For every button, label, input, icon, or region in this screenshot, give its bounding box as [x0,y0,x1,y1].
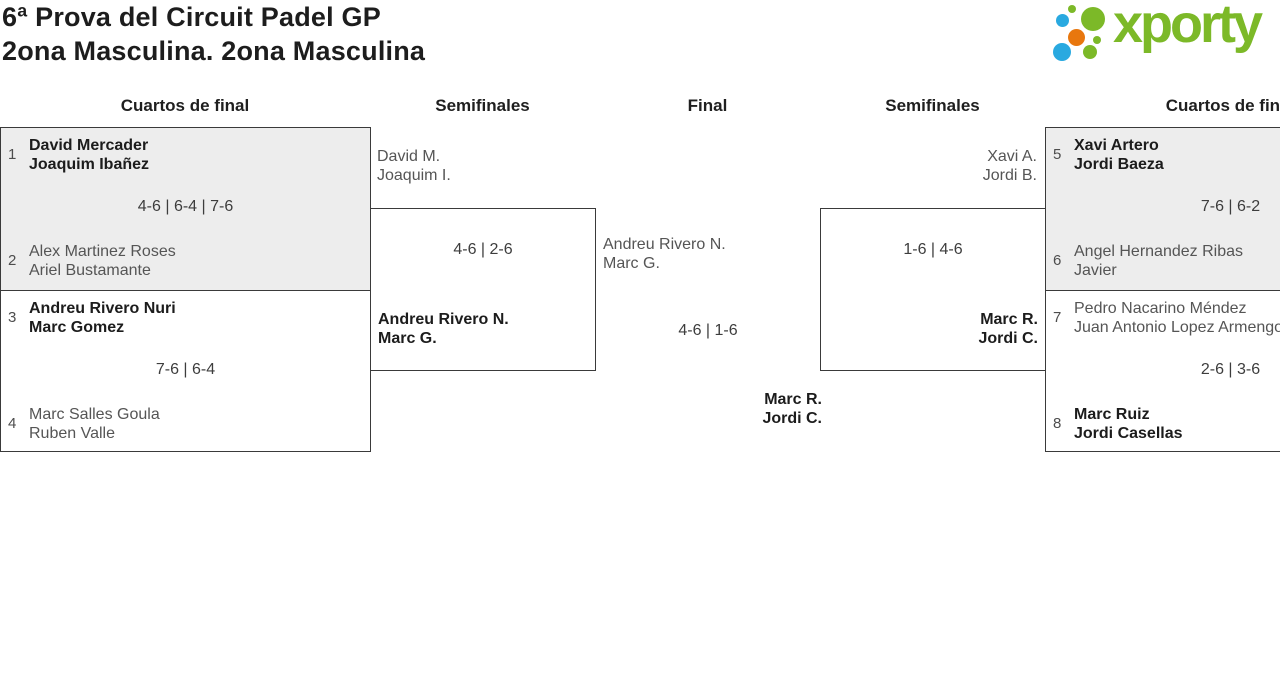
match-final[interactable]: Andreu Rivero N. Marc G. 4-6 | 1-6 Marc … [595,127,822,452]
player-name: Pedro Nacarino Méndez [1074,300,1247,317]
logo-dot-icon [1056,14,1069,27]
team-pair: Pedro Nacarino Méndez Juan Antonio Lopez… [1074,299,1280,337]
team-pair: Andreu Rivero N. Marc G. [603,235,726,273]
player-name: Javier [1074,262,1117,279]
team-pair: Andreu Rivero Nuri Marc Gomez [29,299,176,337]
round-header-semifinals-right: Semifinales [885,96,980,115]
round-header-final: Final [687,96,728,115]
round-header-semifinals-left: Semifinales [435,96,530,115]
player-name: David Mercader [29,137,149,154]
match-score: 4-6 | 2-6 [453,241,513,258]
player-name: Alex Martinez Roses [29,243,176,260]
seed-number: 5 [1053,146,1062,163]
team-pair: Xavi A. Jordi B. [820,147,1037,185]
match-score: 7-6 | 6-2 [1200,198,1261,215]
xporty-logo[interactable]: xporty [1050,0,1280,78]
match-score: 4-6 | 1-6 [678,322,738,339]
player-name: Angel Hernandez Ribas [1074,243,1243,260]
seed-number: 4 [8,415,17,432]
page-title: 6ª Prova del Circuit Padel GP 2ona Mascu… [2,0,425,68]
team-pair: Xavi Artero Jordi Baeza [1074,136,1164,174]
player-name: Ariel Bustamante [29,262,151,279]
match-quarterfinal-3[interactable]: 5 Xavi Artero Jordi Baeza 7-6 | 6-2 6 An… [1045,127,1280,291]
logo-dot-icon [1068,5,1076,13]
logo-dot-icon [1081,7,1105,31]
round-header-quarterfinals-left: Cuartos de final [120,96,250,115]
logo-dot-icon [1068,29,1085,46]
team-pair: Angel Hernandez Ribas Javier [1074,242,1243,280]
player-name: Marc R. [764,391,822,408]
title-line-2: 2ona Masculina. 2ona Masculina [2,36,426,66]
logo-dot-icon [1053,43,1071,61]
player-name: Andreu Rivero N. [378,311,509,328]
seed-number: 2 [8,252,17,269]
player-name: Joaquim Ibañez [29,156,150,173]
player-name: Andreu Rivero N. [603,236,726,253]
team-pair: Marc Ruiz Jordi Casellas [1074,405,1183,443]
match-score: 1-6 | 4-6 [903,241,963,258]
player-name: Marc Ruiz [1074,406,1150,423]
match-semifinal-2[interactable]: 1-6 | 4-6 Marc R. Jordi C. [820,208,1046,371]
match-score: 2-6 | 3-6 [1200,361,1261,378]
logo-dot-icon [1083,45,1097,59]
player-name: Jordi Baeza [1074,156,1164,173]
player-name: Jordi C. [978,330,1038,347]
round-header-quarterfinals-right: Cuartos de final [1165,96,1280,115]
player-name: Xavi A. [987,148,1037,165]
player-name: Jordi C. [762,410,822,427]
title-line-1: 6ª Prova del Circuit Padel GP [2,2,381,32]
match-quarterfinal-1[interactable]: 1 David Mercader Joaquim Ibañez 4-6 | 6-… [0,127,371,291]
player-name: Marc Salles Goula [29,406,160,423]
logo-wordmark: xporty [1113,0,1263,54]
match-score: 7-6 | 6-4 [155,361,216,378]
player-name: Xavi Artero [1074,137,1159,154]
seed-number: 6 [1053,252,1062,269]
team-pair: Andreu Rivero N. Marc G. [378,310,509,348]
team-pair: David Mercader Joaquim Ibañez [29,136,149,174]
player-name: Jordi B. [982,167,1037,184]
player-name: Joaquim I. [377,167,451,184]
match-semifinal-1[interactable]: 4-6 | 2-6 Andreu Rivero N. Marc G. [370,208,596,371]
match-score: 4-6 | 6-4 | 7-6 [137,198,234,215]
match-quarterfinal-2[interactable]: 3 Andreu Rivero Nuri Marc Gomez 7-6 | 6-… [0,290,371,452]
logo-dot-icon [1093,36,1101,44]
player-name: Marc G. [603,255,660,272]
player-name: Marc Gomez [29,319,125,336]
player-name: Andreu Rivero Nuri [29,300,176,317]
seed-number: 8 [1053,415,1062,432]
player-name: Jordi Casellas [1074,425,1183,442]
team-pair: David M. Joaquim I. [377,147,451,185]
player-name: Marc R. [980,311,1038,328]
seed-number: 3 [8,309,17,326]
match-quarterfinal-4[interactable]: 7 Pedro Nacarino Méndez Juan Antonio Lop… [1045,290,1280,452]
team-pair: Marc R. Jordi C. [595,390,822,428]
team-pair: Alex Martinez Roses Ariel Bustamante [29,242,176,280]
seed-number: 7 [1053,309,1062,326]
player-name: Marc G. [378,330,437,347]
player-name: Juan Antonio Lopez Armengol [1074,319,1280,336]
team-pair: Marc Salles Goula Ruben Valle [29,405,160,443]
seed-number: 1 [8,146,17,163]
player-name: Ruben Valle [29,425,115,442]
player-name: David M. [377,148,441,165]
team-pair: Marc R. Jordi C. [978,310,1038,348]
